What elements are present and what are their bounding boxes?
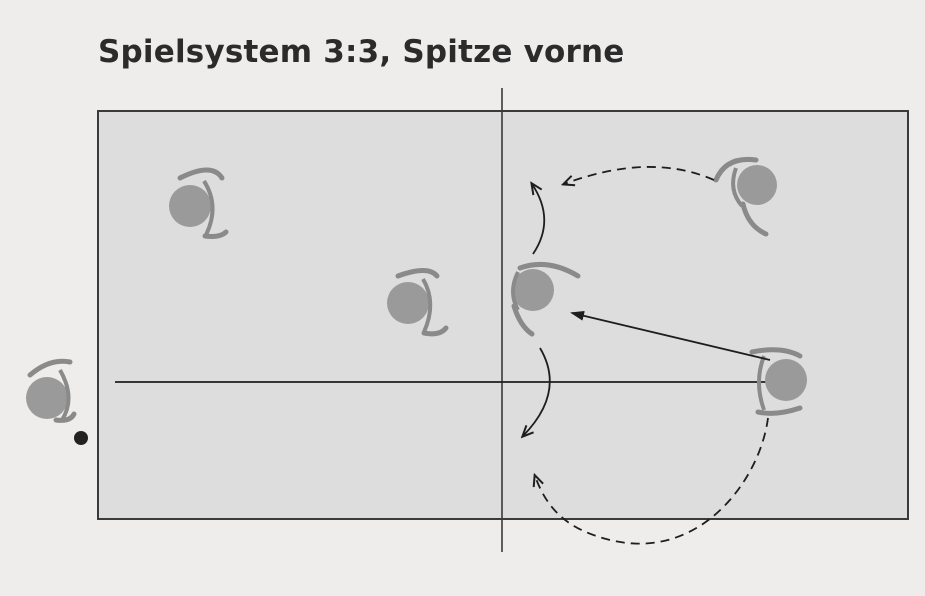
dashed-run-arrow-top: [564, 166, 715, 184]
player-left-front: [387, 268, 449, 337]
player-right-net: [511, 261, 581, 337]
ball: [74, 431, 88, 445]
player-server: [26, 358, 77, 423]
player-right-back: [749, 347, 807, 416]
move-arrow-net-down: [523, 347, 551, 436]
move-arrow-net-up: [532, 184, 546, 255]
diagram-title: Spielsystem 3:3, Spitze vorne: [98, 34, 625, 70]
player-right-top: [713, 156, 777, 237]
dashed-run-arrow-bottom: [535, 417, 769, 545]
player-left-back: [169, 167, 229, 239]
pass-arrow: [570, 310, 771, 361]
